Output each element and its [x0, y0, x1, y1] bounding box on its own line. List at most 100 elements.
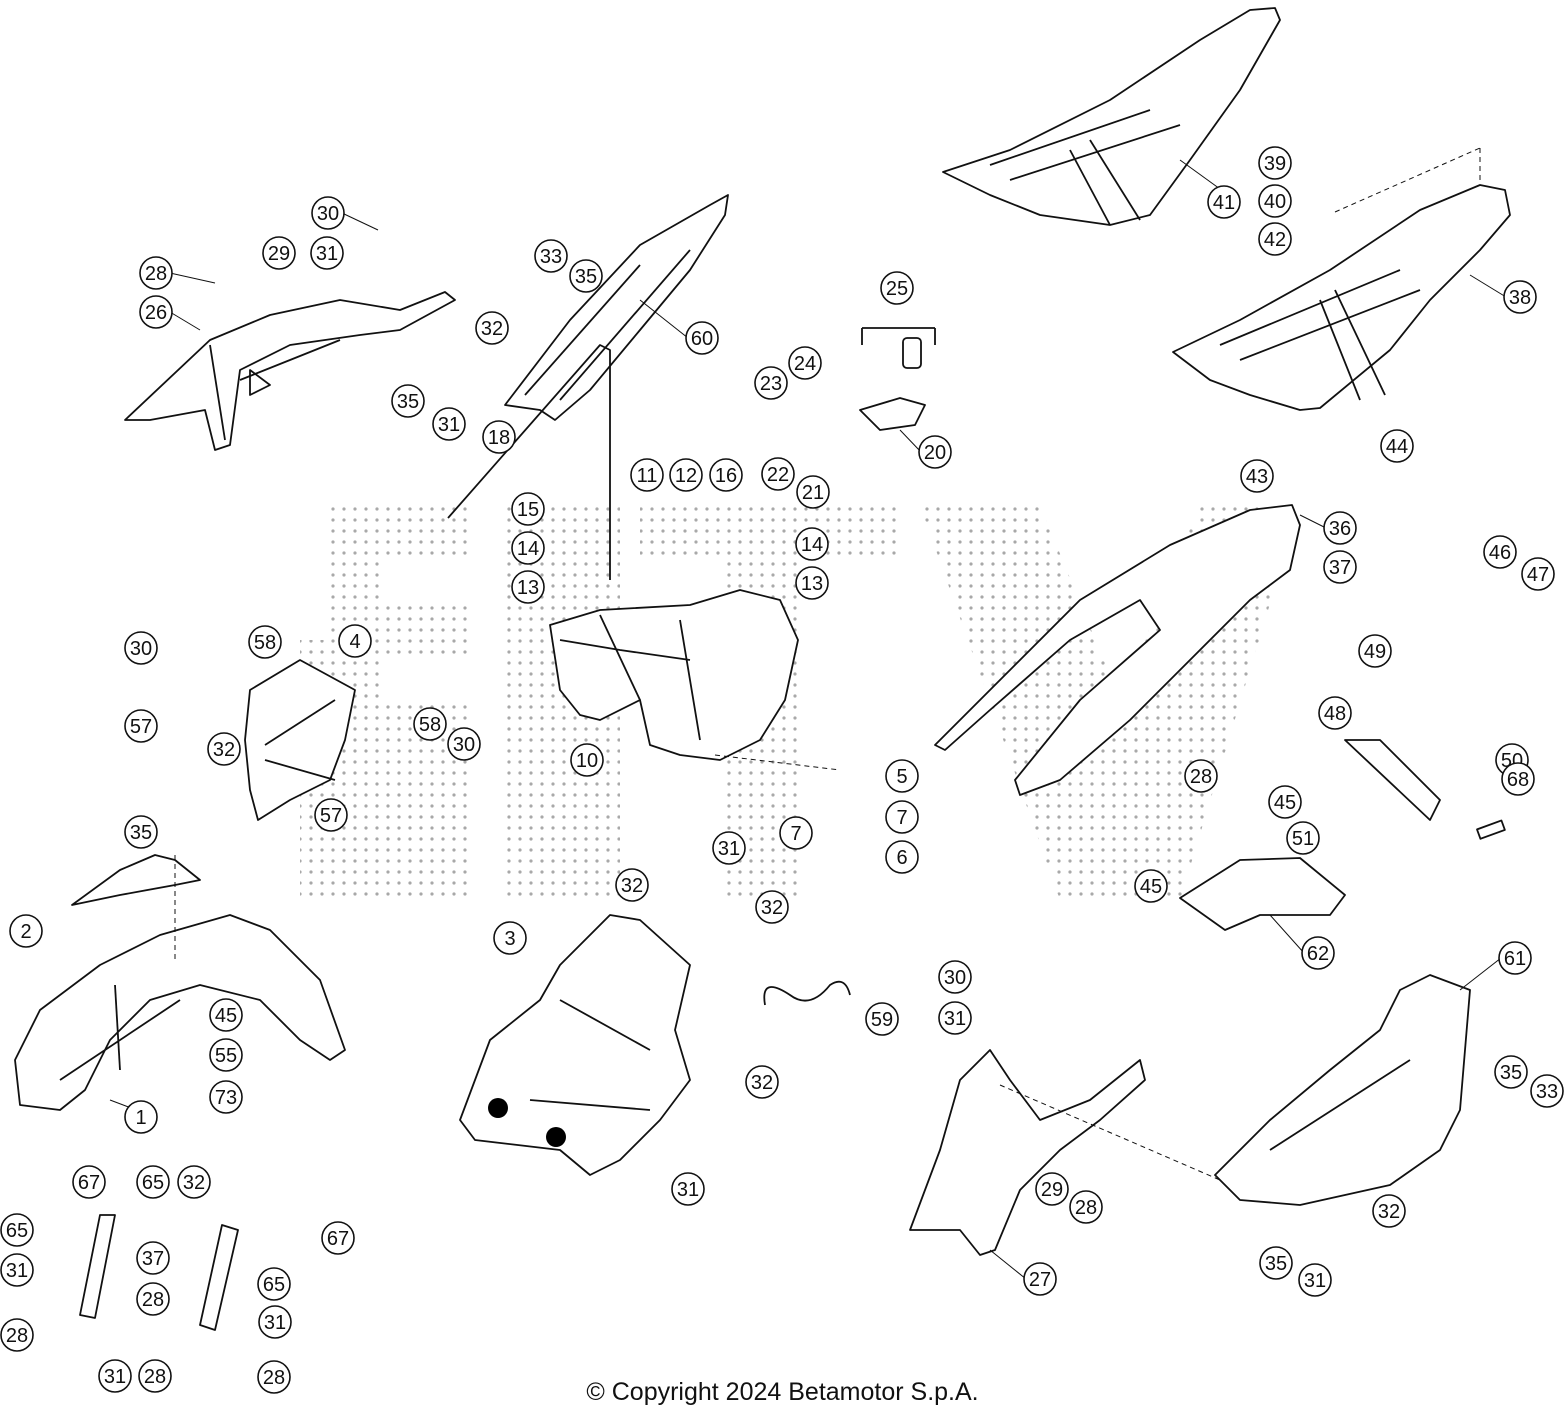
callout-circle: [938, 960, 972, 994]
callout-circle: [511, 492, 545, 526]
callout-60: 60: [685, 321, 719, 355]
callout-24: 24: [788, 346, 822, 380]
callout-38: 38: [1503, 280, 1537, 314]
callout-circle: [779, 816, 813, 850]
callout-number: 45: [215, 1005, 237, 1027]
callout-number: 28: [6, 1325, 28, 1347]
callout-circle: [885, 800, 919, 834]
callout-31: 31: [258, 1305, 292, 1339]
callout-number: 38: [1509, 287, 1531, 309]
callout-circle: [124, 1100, 158, 1134]
callout-13: 13: [795, 566, 829, 600]
callout-35: 35: [391, 384, 425, 418]
callout-circle: [475, 311, 509, 345]
callout-number: 49: [1364, 641, 1386, 663]
callout-number: 16: [715, 465, 737, 487]
callout-circle: [511, 570, 545, 604]
callout-number: 45: [1140, 876, 1162, 898]
callout-circle: [880, 271, 914, 305]
callout-31: 31: [938, 1001, 972, 1035]
callout-37: 37: [136, 1241, 170, 1275]
callout-number: 58: [254, 632, 276, 654]
callout-1: 1: [124, 1100, 158, 1134]
callout-number: 47: [1527, 564, 1549, 586]
callout-circle: [1023, 1262, 1057, 1296]
callout-68: 68: [1501, 762, 1535, 796]
part-10-fuel-tank: [549, 589, 799, 761]
callout-14: 14: [795, 527, 829, 561]
callout-30: 30: [447, 727, 481, 761]
callout-number: 30: [130, 638, 152, 660]
callout-number: 51: [1292, 828, 1314, 850]
callout-number: 48: [1324, 703, 1346, 725]
callout-circle: [258, 1305, 292, 1339]
callout-number: 57: [130, 716, 152, 738]
callout-circle: [314, 798, 348, 832]
callout-48: 48: [1318, 696, 1352, 730]
callout-circle: [177, 1165, 211, 1199]
part-59-cable: [763, 980, 851, 1006]
callout-circle: [0, 1213, 34, 1247]
callout-number: 57: [320, 805, 342, 827]
part-36-rear-frame: [934, 504, 1301, 796]
callout-number: 65: [142, 1172, 164, 1194]
callout-13: 13: [511, 570, 545, 604]
callout-circle: [209, 1038, 243, 1072]
callout-circle: [796, 475, 830, 509]
callout-circle: [257, 1360, 291, 1394]
callout-number: 35: [1500, 1062, 1522, 1084]
callout-3: 3: [493, 921, 527, 955]
callout-circle: [534, 239, 568, 273]
callout-number: 35: [130, 822, 152, 844]
callout-28: 28: [1184, 759, 1218, 793]
callout-number: 55: [215, 1045, 237, 1067]
callout-circle: [1240, 459, 1274, 493]
callout-2: 2: [9, 914, 43, 948]
callout-circle: [207, 732, 241, 766]
callout-4: 4: [338, 624, 372, 658]
callout-circle: [1521, 557, 1555, 591]
callout-number: 32: [621, 875, 643, 897]
callout-39: 39: [1258, 146, 1292, 180]
callout-circle: [98, 1359, 132, 1393]
callout-number: 44: [1386, 436, 1408, 458]
callout-circle: [570, 743, 604, 777]
callout-number: 31: [677, 1179, 699, 1201]
callout-number: 31: [104, 1366, 126, 1388]
callout-31: 31: [1298, 1263, 1332, 1297]
callout-circle: [795, 566, 829, 600]
callout-circle: [257, 1267, 291, 1301]
callout-30: 30: [311, 196, 345, 230]
callout-number: 29: [1041, 1179, 1063, 1201]
callout-number: 59: [871, 1009, 893, 1031]
part-26-shroud: [124, 291, 456, 451]
callout-circle: [1035, 1172, 1069, 1206]
callout-number: 7: [896, 807, 907, 829]
callout-number: 5: [896, 766, 907, 788]
callout-33: 33: [534, 239, 568, 273]
callout-number: 25: [886, 278, 908, 300]
callout-65: 65: [257, 1267, 291, 1301]
callout-circle: [788, 346, 822, 380]
callout-10: 10: [570, 743, 604, 777]
callout-number: 18: [488, 427, 510, 449]
callout-number: 31: [944, 1008, 966, 1030]
callout-32: 32: [1372, 1194, 1406, 1228]
callout-circle: [1501, 762, 1535, 796]
callout-36: 36: [1323, 511, 1357, 545]
callout-number: 31: [718, 838, 740, 860]
callout-32: 32: [615, 868, 649, 902]
callout-61: 61: [1498, 941, 1532, 975]
callout-circle: [1258, 222, 1292, 256]
callout-number: 40: [1264, 191, 1286, 213]
callout-circle: [1483, 535, 1517, 569]
callout-number: 32: [1378, 1201, 1400, 1223]
callout-6: 6: [885, 840, 919, 874]
callout-31: 31: [432, 407, 466, 441]
callout-31: 31: [712, 831, 746, 865]
callout-58: 58: [248, 625, 282, 659]
callout-57: 57: [124, 709, 158, 743]
callout-67: 67: [72, 1165, 106, 1199]
callout-circle: [493, 921, 527, 955]
callout-number: 65: [263, 1274, 285, 1296]
